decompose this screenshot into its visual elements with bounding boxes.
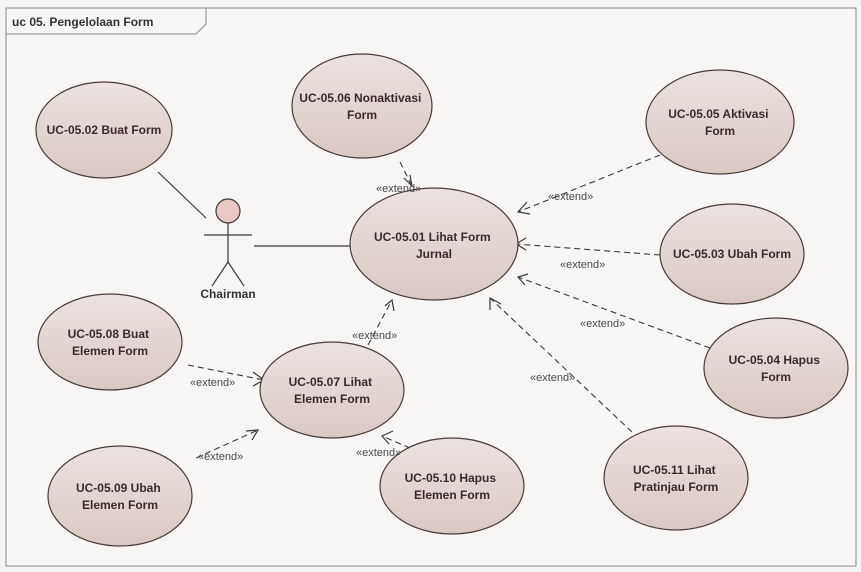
extend-label-0504: «extend»	[580, 318, 625, 330]
extend-label-0509: «extend»	[198, 451, 243, 463]
frame-title: uc 05. Pengelolaan Form	[12, 15, 153, 29]
arrowhead-0509	[245, 429, 260, 441]
arrowhead-0511	[489, 296, 502, 310]
usecase-label-line2: Elemen Form	[72, 344, 148, 358]
extend-line-0507	[367, 299, 393, 346]
extend-line-0509	[195, 429, 259, 459]
svg-text:UC-05.05 Aktivasi Form: UC-05.05 Aktivasi Form	[668, 107, 772, 138]
usecase-05-01[interactable]: UC-05.01 Lihat Form Jurnal	[349, 187, 519, 301]
usecase-ellipse	[603, 425, 749, 531]
svg-text:UC-05.10 Hapus Elemen F: UC-05.10 Hapus Elemen Form	[405, 471, 500, 502]
extend-line-0508	[187, 364, 265, 381]
extend-label-0507: «extend»	[352, 330, 397, 342]
usecase-label-line1: UC-05.04 Hapus	[729, 353, 821, 367]
arrowhead-0510	[381, 430, 394, 445]
usecase-ellipse	[703, 317, 849, 419]
usecase-ellipse	[47, 445, 193, 547]
actor-label: Chairman	[200, 287, 255, 301]
usecase-label-line1: UC-05.08 Buat	[68, 327, 149, 341]
usecase-label-line2: Form	[761, 370, 791, 384]
usecase-label-line2: Form	[347, 108, 377, 122]
actor-head	[215, 198, 241, 224]
extend-line-0504	[517, 276, 711, 349]
extend-label-0511: «extend»	[530, 372, 575, 384]
actor-right-leg	[227, 261, 245, 287]
usecase-05-10[interactable]: UC-05.10 Hapus Elemen Form	[379, 437, 525, 535]
usecase-05-08[interactable]: UC-05.08 Buat Elemen Form	[37, 293, 183, 391]
usecase-ellipse	[37, 293, 183, 391]
usecase-ellipse	[259, 341, 405, 439]
usecase-label-line1: UC-05.09 Ubah	[76, 481, 161, 495]
association-actor-uc0502	[157, 171, 207, 219]
usecase-label-line1: UC-05.05 Aktivasi	[668, 107, 768, 121]
usecase-ellipse	[645, 69, 795, 175]
extend-label-0503: «extend»	[560, 259, 605, 271]
usecase-label-line2: Elemen Form	[294, 392, 370, 406]
svg-text:UC-05.02 Buat Form: UC-05.02 Buat Form	[47, 123, 162, 137]
usecase-label-line2: Elemen Form	[82, 498, 158, 512]
extend-label-0505: «extend»	[548, 191, 593, 203]
usecase-label-line2: Jurnal	[416, 247, 452, 261]
actor-left-leg	[211, 261, 229, 287]
usecase-05-03[interactable]: UC-05.03 Ubah Form	[659, 203, 805, 305]
frame-title-tab	[5, 7, 207, 35]
usecase-label-line1: UC-05.02 Buat Form	[47, 123, 162, 137]
usecase-05-07[interactable]: UC-05.07 Lihat Elemen Form	[259, 341, 405, 439]
extend-label-0508: «extend»	[190, 377, 235, 389]
arrowhead-0507	[384, 298, 395, 312]
usecase-05-04[interactable]: UC-05.04 Hapus Form	[703, 317, 849, 419]
svg-text:UC-05.08 Buat Elemen Fo: UC-05.08 Buat Elemen Form	[68, 327, 153, 358]
usecase-label-line1: UC-05.03 Ubah Form	[673, 247, 791, 261]
extend-label-0510: «extend»	[356, 447, 401, 459]
usecase-label-line2: Form	[705, 124, 735, 138]
usecase-label-line1: UC-05.01 Lihat Form	[374, 230, 491, 244]
usecase-label-line1: UC-05.11 Lihat	[633, 463, 716, 477]
svg-text:UC-05.04 Hapus Form: UC-05.04 Hapus Form	[729, 353, 824, 384]
extend-line-0506	[399, 161, 413, 187]
usecase-ellipse	[35, 81, 173, 179]
usecase-05-11[interactable]: UC-05.11 Lihat Pratinjau Form	[603, 425, 749, 531]
svg-text:UC-05.11 Lihat Pratinja: UC-05.11 Lihat Pratinjau Form	[633, 463, 719, 494]
usecase-label-line2: Pratinjau Form	[634, 480, 719, 494]
extend-label-0506: «extend»	[376, 183, 421, 195]
arrowhead-0505	[516, 201, 531, 215]
extend-line-0503	[515, 243, 661, 256]
svg-text:UC-05.03 Ubah Form: UC-05.03 Ubah Form	[673, 247, 791, 261]
usecase-label-line1: UC-05.10 Hapus	[405, 471, 497, 485]
svg-text:UC-05.09 Ubah Elemen Fo: UC-05.09 Ubah Elemen Form	[76, 481, 164, 512]
usecase-ellipse	[291, 53, 433, 159]
arrowhead-0506	[403, 174, 413, 188]
usecase-05-02[interactable]: UC-05.02 Buat Form	[35, 81, 173, 179]
svg-text:UC-05.01 Lihat Form Jur: UC-05.01 Lihat Form Jurnal	[374, 230, 494, 261]
svg-text:UC-05.06 Nonaktivasi For: UC-05.06 Nonaktivasi Form	[299, 91, 424, 122]
extend-line-0511	[489, 297, 633, 433]
usecase-05-09[interactable]: UC-05.09 Ubah Elemen Form	[47, 445, 193, 547]
extend-line-0505	[517, 154, 661, 213]
usecase-label-line2: Elemen Form	[414, 488, 490, 502]
usecase-label-line1: UC-05.06 Nonaktivasi	[299, 91, 421, 105]
usecase-label-line1: UC-05.07 Lihat	[289, 375, 372, 389]
svg-text:UC-05.07 Lihat Elemen F: UC-05.07 Lihat Elemen Form	[289, 375, 376, 406]
usecase-05-06[interactable]: UC-05.06 Nonaktivasi Form	[291, 53, 433, 159]
arrowhead-0504	[516, 273, 529, 286]
actor-chairman[interactable]: Chairman	[200, 198, 256, 301]
usecase-ellipse	[349, 187, 519, 301]
usecase-05-05[interactable]: UC-05.05 Aktivasi Form	[645, 69, 795, 175]
usecase-ellipse	[659, 203, 805, 305]
usecase-ellipse	[379, 437, 525, 535]
extend-line-0510	[381, 435, 411, 449]
